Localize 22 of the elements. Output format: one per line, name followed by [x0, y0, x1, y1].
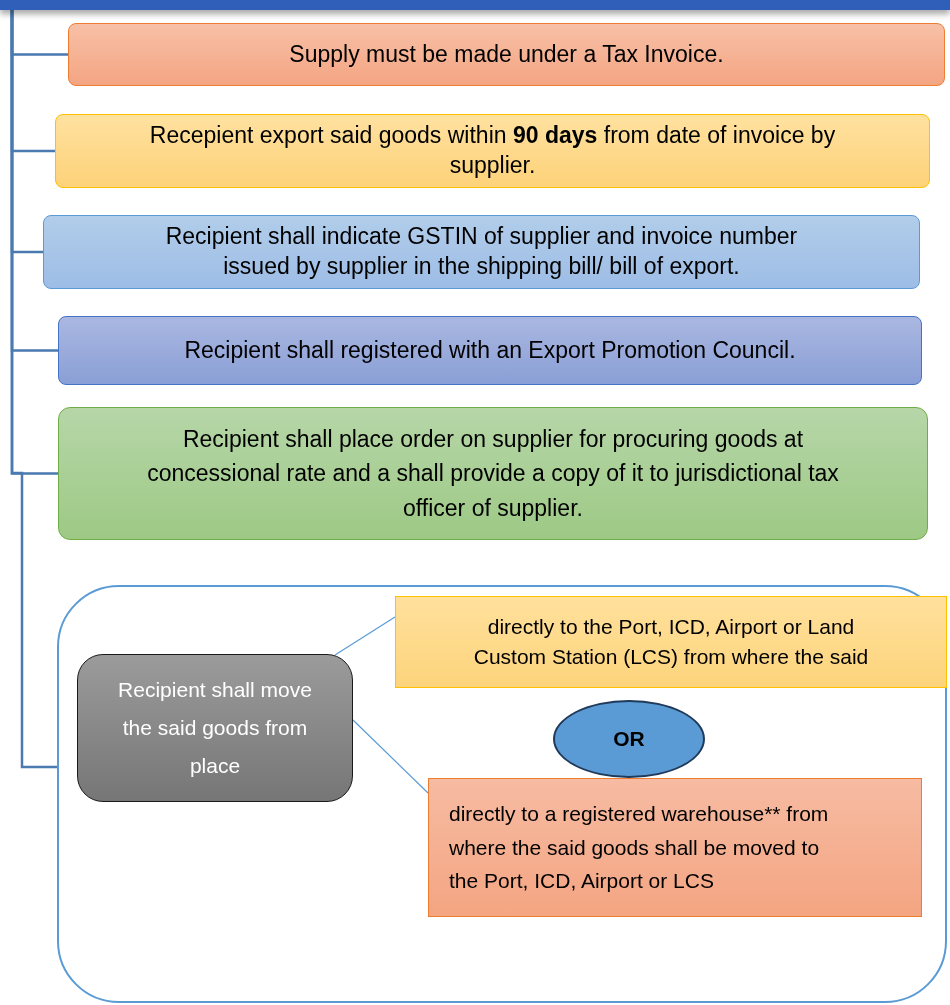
- box-text: Recipient shall move the said goods from place: [117, 677, 313, 779]
- connector-line: [352, 719, 429, 794]
- process-box: [395, 596, 947, 688]
- box-text: Recipient shall registered with an Export Promotion Council.: [184, 335, 796, 365]
- group-frame: [57, 585, 947, 1003]
- box-text: OR: [613, 725, 645, 752]
- process-box: [428, 778, 922, 917]
- connector-line: [334, 616, 396, 656]
- box-text: directly to a registered warehouse** from where the said goods shall be moved to the Port, ICD, Airport or LCS: [449, 801, 830, 895]
- header-bar: [0, 0, 950, 10]
- process-box: [55, 114, 930, 188]
- process-box: [58, 407, 928, 540]
- box-text: Recipient shall place order on supplier for procuring goods at concessional rate and a shall provide a copy of it to jurisdictional tax officer of supplier.: [147, 424, 839, 523]
- connector-line: [10, 10, 57, 769]
- process-box: [58, 316, 922, 385]
- box-text: Supply must be made under a Tax Invoice.: [289, 39, 724, 69]
- process-box: [68, 23, 945, 86]
- process-box: [77, 654, 353, 802]
- process-box: [43, 215, 920, 289]
- box-text: Recipient shall indicate GSTIN of supplier and invoice number issued by supplier in the shipping bill/ bill of export.: [164, 222, 799, 281]
- box-text: Recepient export said goods within 90 days from date of invoice by supplier.: [148, 121, 837, 180]
- box-text: directly to the Port, ICD, Airport or Land Custom Station (LCS) from where the said: [472, 613, 870, 670]
